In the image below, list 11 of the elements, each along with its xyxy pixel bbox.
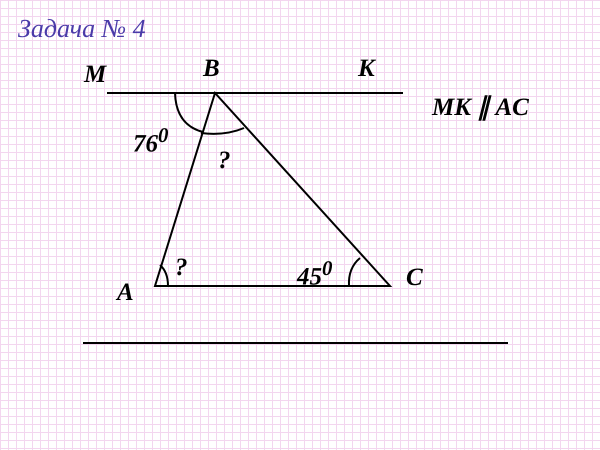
angle-question-mark: ? (218, 148, 230, 173)
point-label: K (358, 56, 375, 81)
parallel-note: MK ∥ AC (432, 95, 529, 120)
point-label: A (117, 280, 134, 305)
point-label: C (406, 265, 423, 290)
point-label: B (203, 56, 220, 81)
point-label: M (84, 62, 106, 87)
title: Задача № 4 (18, 16, 146, 42)
angle-question-mark: ? (175, 255, 188, 280)
angle-value: 76$^{0}$ (133, 125, 168, 156)
angle-value: 45$^{0}$ (297, 258, 332, 290)
